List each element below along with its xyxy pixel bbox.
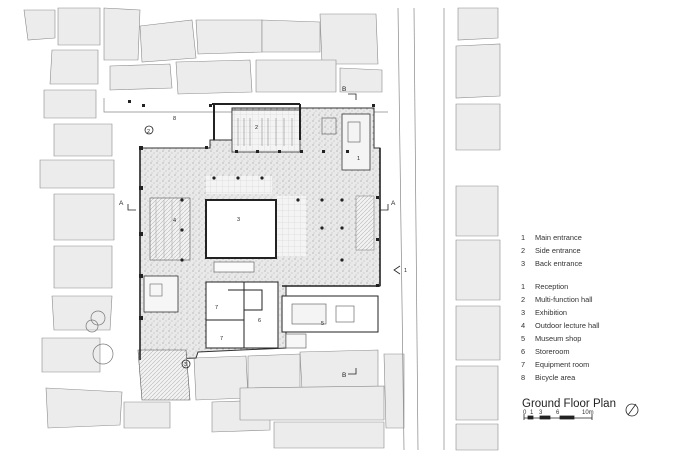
legend-item-equipment-room: 7 Equipment room [521,360,589,369]
legend-label: Outdoor lecture hall [535,321,600,330]
scale-label: 0 [523,410,527,416]
legend-num: 2 [521,295,526,304]
side-planter [355,195,375,251]
legend-label: Side entrance [535,246,581,255]
outdoor-lecture-hall [149,197,191,261]
section-marks [127,93,389,375]
legend-label: Bicycle area [535,373,576,382]
legend-label: Reception [535,282,569,291]
scale-bar [523,414,593,420]
section-a-right: A [391,200,396,207]
label-main-entry: 1 [404,268,407,274]
label-lecture: 4 [173,218,176,224]
label-side-entry: 2 [147,129,150,135]
courtyard-grid [206,176,272,194]
entrance-markers [144,125,401,369]
legend-num: 3 [521,308,526,317]
legend-item-multi-function-hall: 2 Multi-function hall [521,295,593,304]
legend-item-exhibition: 3 Exhibition [521,308,567,317]
label-reception: 1 [357,156,360,162]
museum-shop [281,295,379,349]
hall-wall [212,103,301,140]
label-storeroom: 6 [258,318,261,324]
legend-item-back-entrance: 3 Back entrance [521,259,582,268]
legend-label: Multi-function hall [535,295,593,304]
legend-label: Equipment room [535,360,590,369]
columns [128,100,379,320]
label-shop: 5 [321,321,324,327]
plan-title: Ground Floor Plan [522,398,616,410]
legend-label: Main entrance [535,233,582,242]
plan-labels: 1 2 3 4 5 6 7 7 8 1 2 3 [147,116,407,368]
section-b-top: B [342,86,346,93]
label-equip-b: 7 [220,336,223,342]
scale-label: 6 [556,410,560,416]
legend-item-side-entrance: 2 Side entrance [521,246,581,255]
legend-item-reception: 1 Reception [521,282,568,291]
scale-label: 3 [539,410,543,416]
legend-num: 1 [521,282,526,291]
legend-num: 7 [521,360,526,369]
legend-item-museum-shop: 5 Museum shop [521,334,581,343]
legend-num: 2 [521,246,526,255]
legend-item-main-entrance: 1 Main entrance [521,233,582,242]
legend-item-storeroom: 6 Storeroom [521,347,570,356]
scale-label: 1 [530,410,534,416]
legend-num: 5 [521,334,526,343]
legend-num: 4 [521,321,526,330]
street-lines [103,7,445,451]
legend-label: Back entrance [535,259,583,268]
legend-item-outdoor-lecture-hall: 4 Outdoor lecture hall [521,321,600,330]
walls [139,148,381,360]
label-exhibition: 3 [237,217,240,223]
multi-function-hall [231,109,301,153]
north-arrow-icon [625,403,639,417]
back-entrance-yard [137,349,191,401]
label-hall: 2 [255,125,258,131]
hall-pews [237,118,293,146]
label-equip-a: 7 [215,305,218,311]
label-bicycle: 8 [173,116,176,122]
section-b-bottom: B [342,372,346,379]
scale-label: 10m [582,410,594,416]
legend-label: Storeroom [535,347,570,356]
exhibition-room [205,199,277,259]
legend-item-bicycle-area: 8 Bicycle area [521,373,575,382]
label-back-entry: 3 [184,362,187,368]
legend-num: 6 [521,347,526,356]
legend-label: Museum shop [535,334,582,343]
service-rooms [205,281,279,349]
legend-num: 1 [521,233,526,242]
legend-num: 3 [521,259,526,268]
neighbour-blocks [23,7,501,451]
section-a-left: A [119,200,124,207]
legend-label: Exhibition [535,308,568,317]
legend-num: 8 [521,373,526,382]
